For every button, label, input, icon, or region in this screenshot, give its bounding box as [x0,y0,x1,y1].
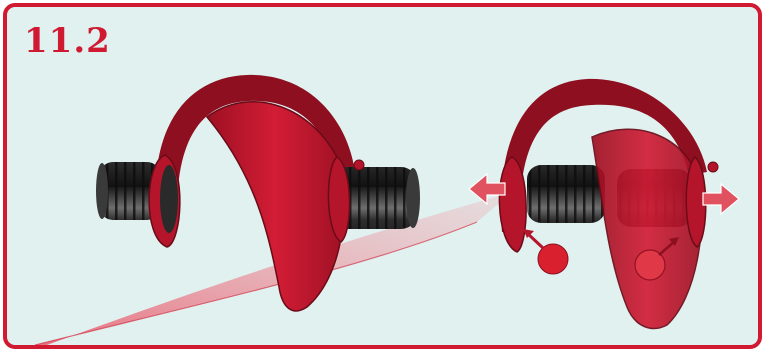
right-outward-arrow [703,184,739,214]
marker-left [523,229,568,274]
diagram-illustration [7,7,758,345]
diagram-panel: 11.2 [3,3,762,349]
step-number-label: 11.2 [24,21,111,61]
right-saddle-assembly [499,79,718,328]
right-roller-segment-left [527,165,605,223]
